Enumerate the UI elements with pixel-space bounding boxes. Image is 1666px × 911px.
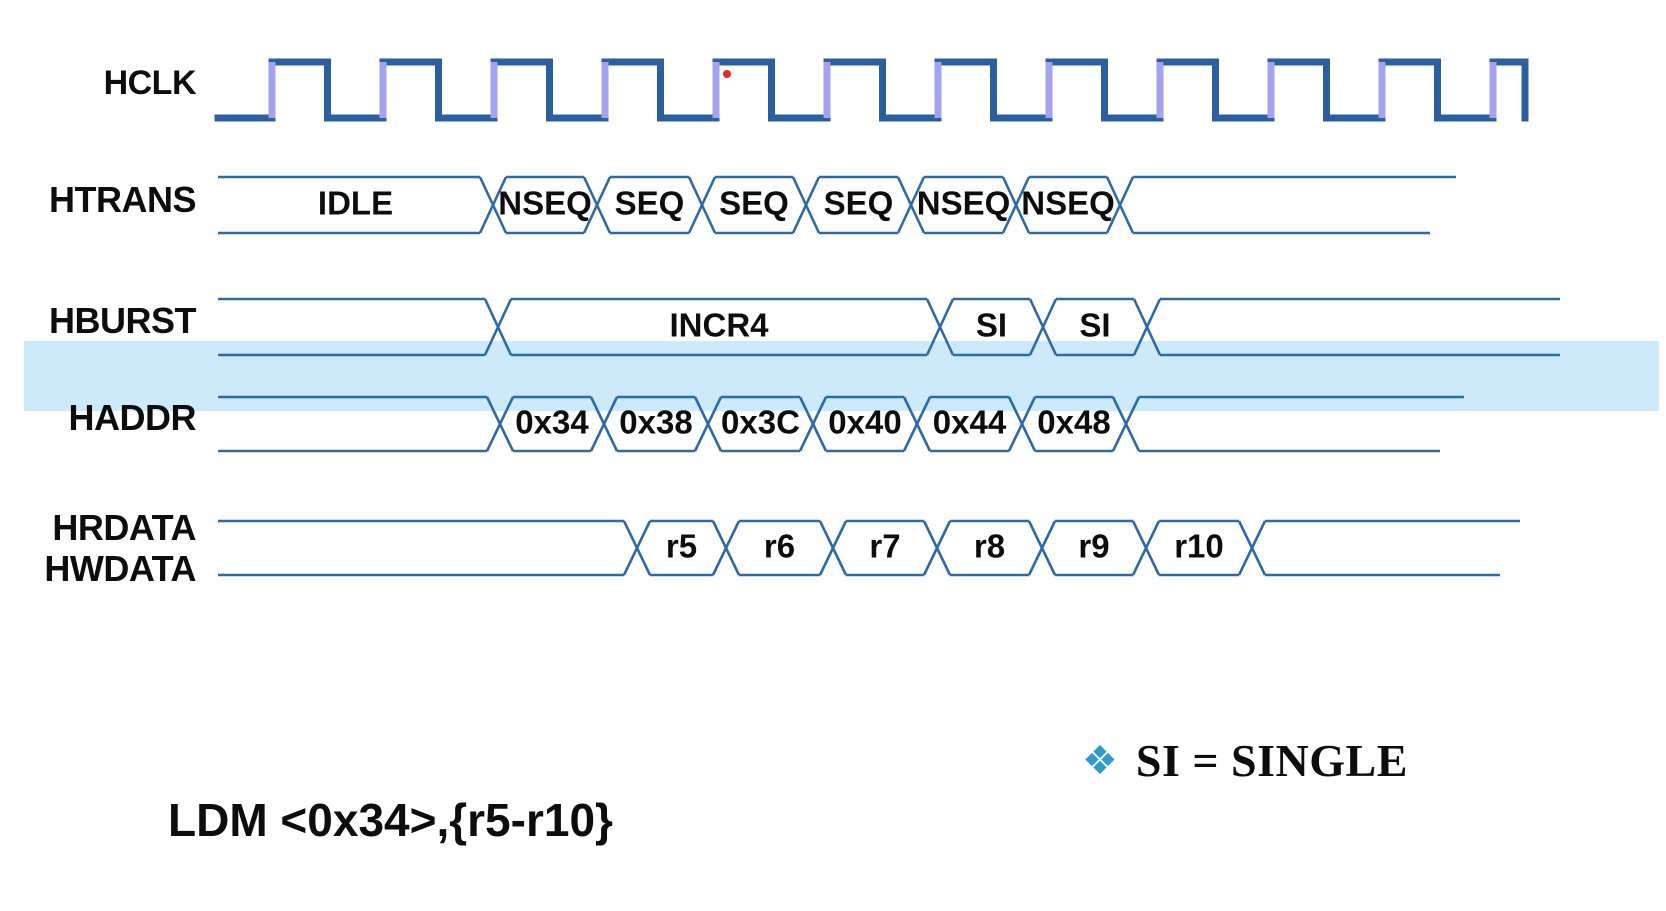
bus-transition <box>922 520 952 576</box>
clock-waveform <box>214 58 1529 122</box>
bus-value: r9 <box>1078 528 1109 565</box>
bus-value: NSEQ <box>917 185 1011 222</box>
bus-transition <box>485 396 515 452</box>
signal-htrans: IDLE NSEQ SEQ SEQ SEQ NSEQ NSEQ <box>218 175 1456 235</box>
bus-value: NSEQ <box>1021 185 1115 222</box>
signal-label-hburst: HBURST <box>49 300 197 342</box>
bus-transition <box>1027 520 1057 576</box>
clock-edge-marker-dot <box>723 70 731 78</box>
bus-value: SI <box>1079 307 1110 344</box>
signal-label-haddr: HADDR <box>68 397 197 439</box>
bus-transition <box>902 396 932 452</box>
bus-value: r8 <box>974 528 1005 565</box>
bus-value: IDLE <box>318 185 393 222</box>
bus-value: r7 <box>869 528 900 565</box>
bus-value: 0x44 <box>933 404 1007 441</box>
bus-value: 0x40 <box>828 404 901 441</box>
bus-value: 0x34 <box>515 404 589 441</box>
bus-value: NSEQ <box>498 185 592 222</box>
signal-label-hclk: HCLK <box>103 63 197 102</box>
bus-value: r6 <box>764 528 795 565</box>
bus-transition <box>1132 298 1162 356</box>
bus-transition <box>818 520 848 576</box>
bus-transition <box>1028 298 1058 356</box>
bus-transition <box>687 176 717 234</box>
bus-value: SEQ <box>615 185 685 222</box>
bus-value: 0x3C <box>721 404 800 441</box>
bus-value: SI <box>976 307 1007 344</box>
hburst-highlight-band <box>24 341 1659 411</box>
bus-transition <box>693 396 723 452</box>
bus-transition <box>711 520 741 576</box>
instruction-note: LDM <0x34>,{r5-r10} <box>168 794 613 846</box>
bus-transition <box>791 176 821 234</box>
bus-transition <box>582 176 612 234</box>
highlight-layer <box>24 341 1659 411</box>
bus-value: SEQ <box>719 185 789 222</box>
signal-hclk <box>214 58 1529 122</box>
bus-value: r10 <box>1174 528 1224 565</box>
diamond-bullet-icon: ❖ <box>1082 738 1118 783</box>
signal-hrdata_hwdata: r5 r6 r7 r8 r9 r10 <box>218 519 1520 577</box>
bus-transition <box>1007 396 1037 452</box>
bus-transition <box>798 396 828 452</box>
marker-layer <box>723 70 731 78</box>
bus-transition <box>483 298 513 356</box>
signal-hburst: INCR4 SI SI <box>218 297 1560 357</box>
bus-transition <box>896 176 926 234</box>
bus-value: r5 <box>666 528 697 565</box>
signal-haddr: 0x34 0x38 0x3C 0x40 0x44 0x48 <box>218 395 1464 453</box>
bus-transition <box>1105 176 1135 234</box>
bus-transition <box>1111 396 1141 452</box>
bus-value: 0x38 <box>619 404 692 441</box>
bus-transition <box>1001 176 1031 234</box>
bus-transition <box>622 520 652 576</box>
bus-transition <box>1131 520 1161 576</box>
bus-transition <box>1237 520 1267 576</box>
signal-label-hrdata: HRDATA <box>52 507 196 549</box>
bus-value: 0x48 <box>1037 404 1110 441</box>
bus-transition <box>478 176 508 234</box>
legend-label: SI = SINGLE <box>1135 735 1408 786</box>
bus-value: INCR4 <box>669 307 769 344</box>
legend-si-single: ❖ SI = SINGLE <box>1082 734 1408 787</box>
bus-value: SEQ <box>824 185 894 222</box>
signal-label-hwdata: HWDATA <box>44 548 196 590</box>
bus-transition <box>589 396 619 452</box>
signal-label-htrans: HTRANS <box>49 179 197 221</box>
bus-transition <box>925 298 955 356</box>
